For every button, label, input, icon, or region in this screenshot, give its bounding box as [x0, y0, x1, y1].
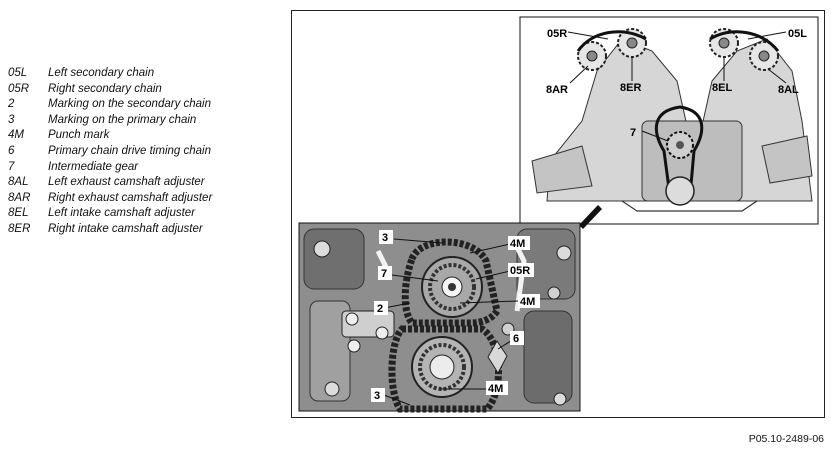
sprocket-8AL [749, 41, 779, 71]
label-8ER: 8ER [620, 82, 641, 94]
detail-pointer [579, 205, 602, 229]
legend-item: 8AL Left exhaust camshaft adjuster [8, 175, 212, 191]
sprocket-8AR [577, 41, 607, 71]
label-05R-detail: 05R [510, 265, 530, 277]
legend-code: 3 [8, 113, 15, 126]
label-4M-middle: 4M [520, 296, 535, 308]
label-05R: 05R [547, 28, 567, 40]
legend-desc: Primary chain drive timing chain [48, 144, 211, 157]
label-3-top: 3 [382, 232, 388, 244]
legend-list: 05L Left secondary chain 05R Right seconda… [8, 66, 212, 238]
legend-desc: Right exhaust camshaft adjuster [48, 191, 213, 204]
diagram-svg: 05R 05L 8AR 8ER 8EL 8AL 7 [298, 16, 819, 413]
legend-desc: Right secondary chain [48, 82, 162, 95]
legend-code: 05R [8, 82, 30, 95]
legend-item: 8EL Left intake camshaft adjuster [8, 206, 212, 222]
label-05L: 05L [788, 28, 807, 40]
label-2: 2 [377, 303, 383, 315]
legend-code: 8EL [8, 207, 29, 220]
legend-desc: Left secondary chain [48, 67, 155, 79]
crank-sprocket [665, 176, 695, 206]
legend-code: 6 [8, 144, 15, 157]
legend-code: 2 [8, 98, 15, 111]
detail-panel: 3 4M 7 05R 2 4M 6 4M 3 [298, 222, 581, 413]
legend-item: 4M Punch mark [8, 128, 212, 144]
label-6: 6 [513, 333, 519, 345]
chain-05R [576, 30, 647, 52]
chain-05L [709, 30, 780, 52]
legend-code: 8AL [8, 176, 29, 189]
legend-item: 2 Marking on the secondary chain [8, 97, 212, 113]
legend-desc: Left exhaust camshaft adjuster [48, 176, 205, 189]
primary-chain [655, 105, 704, 198]
legend-item: 05R Right secondary chain [8, 82, 212, 98]
legend-desc: Punch mark [48, 129, 110, 142]
legend-desc: Marking on the secondary chain [48, 98, 212, 111]
legend-desc: Intermediate gear [48, 160, 139, 173]
label-7: 7 [630, 127, 636, 139]
legend-item: 05L Left secondary chain [8, 66, 212, 82]
secondary-chain [401, 238, 501, 327]
legend-code: 05L [8, 67, 28, 79]
detail-primary-chain [388, 325, 502, 413]
label-8EL: 8EL [712, 82, 732, 94]
legend-item: 7 Intermediate gear [8, 160, 212, 176]
legend-desc: Marking on the primary chain [48, 113, 197, 126]
label-4M-bottom: 4M [488, 383, 503, 395]
legend-code: 8ER [8, 222, 31, 235]
legend-item: 8ER Right intake camshaft adjuster [8, 222, 212, 238]
chain-guide [487, 340, 508, 375]
label-8AR: 8AR [546, 84, 568, 96]
legend-item: 8AR Right exhaust camshaft adjuster [8, 191, 212, 207]
legend-code: 8AR [8, 191, 31, 204]
legend-item: 6 Primary chain drive timing chain [8, 144, 212, 160]
label-7-detail: 7 [381, 268, 387, 280]
label-8AL: 8AL [778, 84, 799, 96]
legend-item: 3 Marking on the primary chain [8, 113, 212, 129]
legend-code: 7 [8, 160, 15, 173]
diagram-frame: 05R 05L 8AR 8ER 8EL 8AL 7 [291, 10, 825, 418]
label-3-bottom: 3 [374, 390, 380, 402]
overview-panel: 05R 05L 8AR 8ER 8EL 8AL 7 [519, 16, 819, 225]
label-4M-top: 4M [510, 238, 525, 250]
legend-desc: Left intake camshaft adjuster [48, 207, 196, 220]
figure-reference: P05.10-2489-06 [748, 433, 824, 445]
legend-desc: Right intake camshaft adjuster [48, 222, 203, 235]
legend-code: 4M [8, 129, 24, 142]
